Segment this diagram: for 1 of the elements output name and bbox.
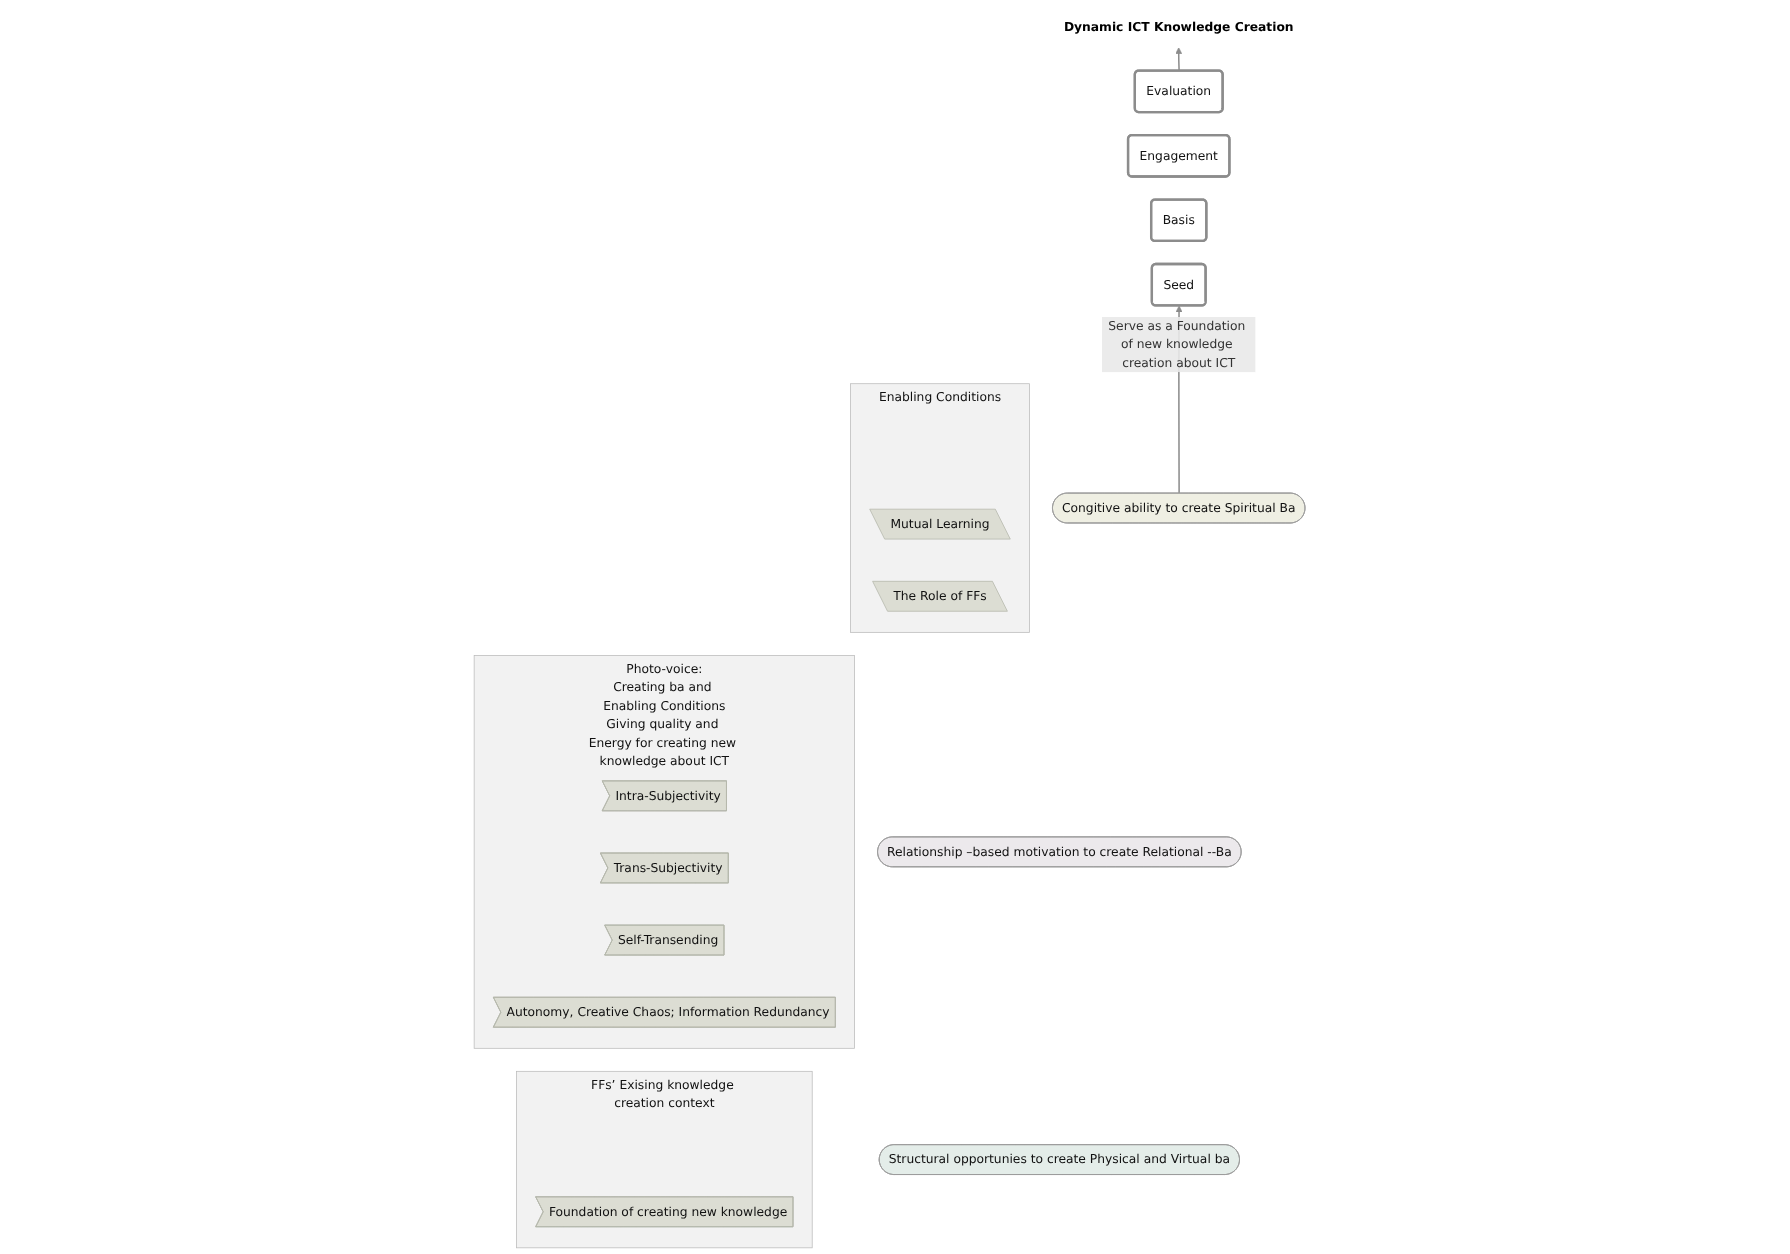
arrow xyxy=(1175,47,1182,72)
